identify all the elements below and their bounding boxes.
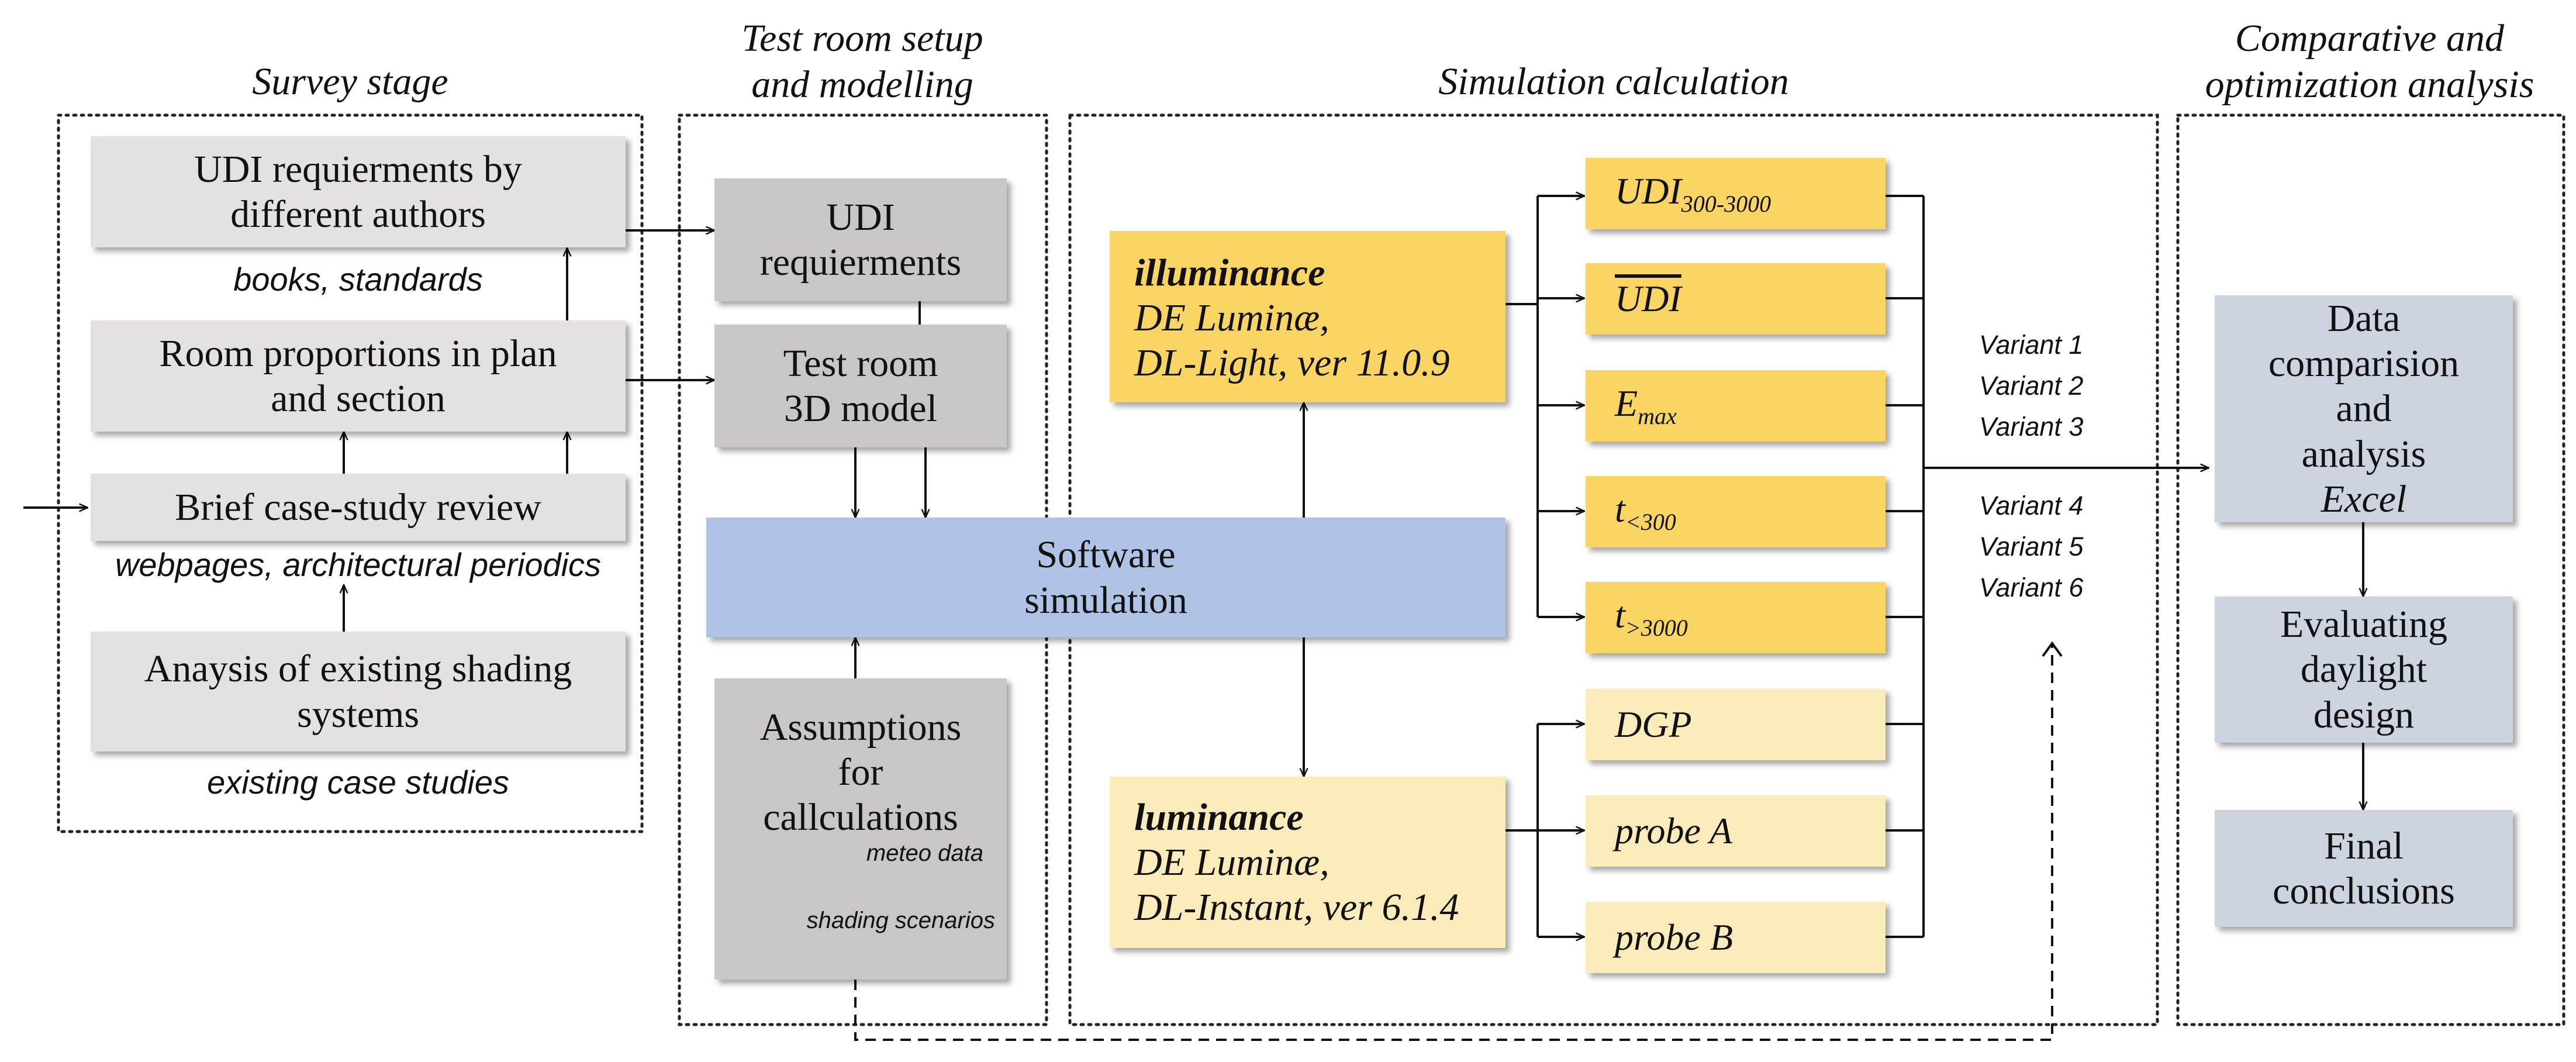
stage-title-survey: Survey stage xyxy=(252,60,448,104)
variant-item: Variant 3 xyxy=(1979,411,2084,442)
output-udi-mean: UDI xyxy=(1586,263,1886,335)
evaluating-design-box: Evaluating daylight design xyxy=(2215,596,2513,743)
assumptions-box: Assumptions for callculations meteo data… xyxy=(714,678,1007,980)
test-room-model-box: Test room 3D model xyxy=(714,325,1007,447)
data-comparison-box: Data comparision and analysis Excel xyxy=(2215,295,2513,522)
output-udi-300-3000: UDI300-3000 xyxy=(1586,158,1886,229)
simulation-frame xyxy=(1068,113,2159,1026)
shading-analysis-source: existing case studies xyxy=(207,764,509,801)
output-probe-a: probe A xyxy=(1586,795,1886,867)
variant-item: Variant 6 xyxy=(1979,572,2084,602)
udi-requirements-authors-box: UDI requierments by different authors xyxy=(91,136,626,247)
brief-case-study-box: Brief case-study review xyxy=(91,474,626,541)
variant-item: Variant 4 xyxy=(1979,491,2084,520)
output-t-above-3000: t>3000 xyxy=(1586,582,1886,653)
output-e-max: Emax xyxy=(1586,370,1886,442)
stage-title-test-room: Test room setup and modelling xyxy=(741,16,983,106)
brief-case-study-source: webpages, architectural periodics xyxy=(115,546,602,583)
shading-analysis-box: Anaysis of existing shading systems xyxy=(91,632,626,751)
final-conclusions-box: Final conclusions xyxy=(2215,810,2513,927)
stage-title-analysis: Comparative and optimization analysis xyxy=(2205,16,2534,106)
udi-requirements-source: books, standards xyxy=(233,261,483,298)
illuminance-box: illuminance DE Luminæ, DL-Light, ver 11.… xyxy=(1110,231,1505,402)
variant-item: Variant 1 xyxy=(1979,330,2084,360)
variant-item: Variant 2 xyxy=(1979,370,2084,401)
stage-title-simulation: Simulation calculation xyxy=(1438,60,1789,104)
output-probe-b: probe B xyxy=(1586,902,1886,973)
room-proportions-box: Room proportions in plan and section xyxy=(91,320,626,432)
variant-item: Variant 5 xyxy=(1979,531,2084,561)
assumptions-shading: shading scenarios xyxy=(806,907,995,933)
variant-list-4-6: Variant 4 Variant 5 Variant 6 xyxy=(1979,485,2083,608)
luminance-box: luminance DE Luminæ, DL-Instant, ver 6.1… xyxy=(1110,777,1505,948)
output-dgp: DGP xyxy=(1586,689,1886,760)
udi-requirements-box: UDI requierments xyxy=(714,178,1007,301)
survey-frame xyxy=(57,113,644,833)
output-t-below-300: t<300 xyxy=(1586,476,1886,547)
assumptions-meteo: meteo data xyxy=(866,840,983,866)
variant-list-1-3: Variant 1 Variant 2 Variant 3 xyxy=(1979,325,2083,447)
analysis-frame xyxy=(2176,113,2565,1026)
software-simulation-box: Software simulation xyxy=(706,518,1505,637)
